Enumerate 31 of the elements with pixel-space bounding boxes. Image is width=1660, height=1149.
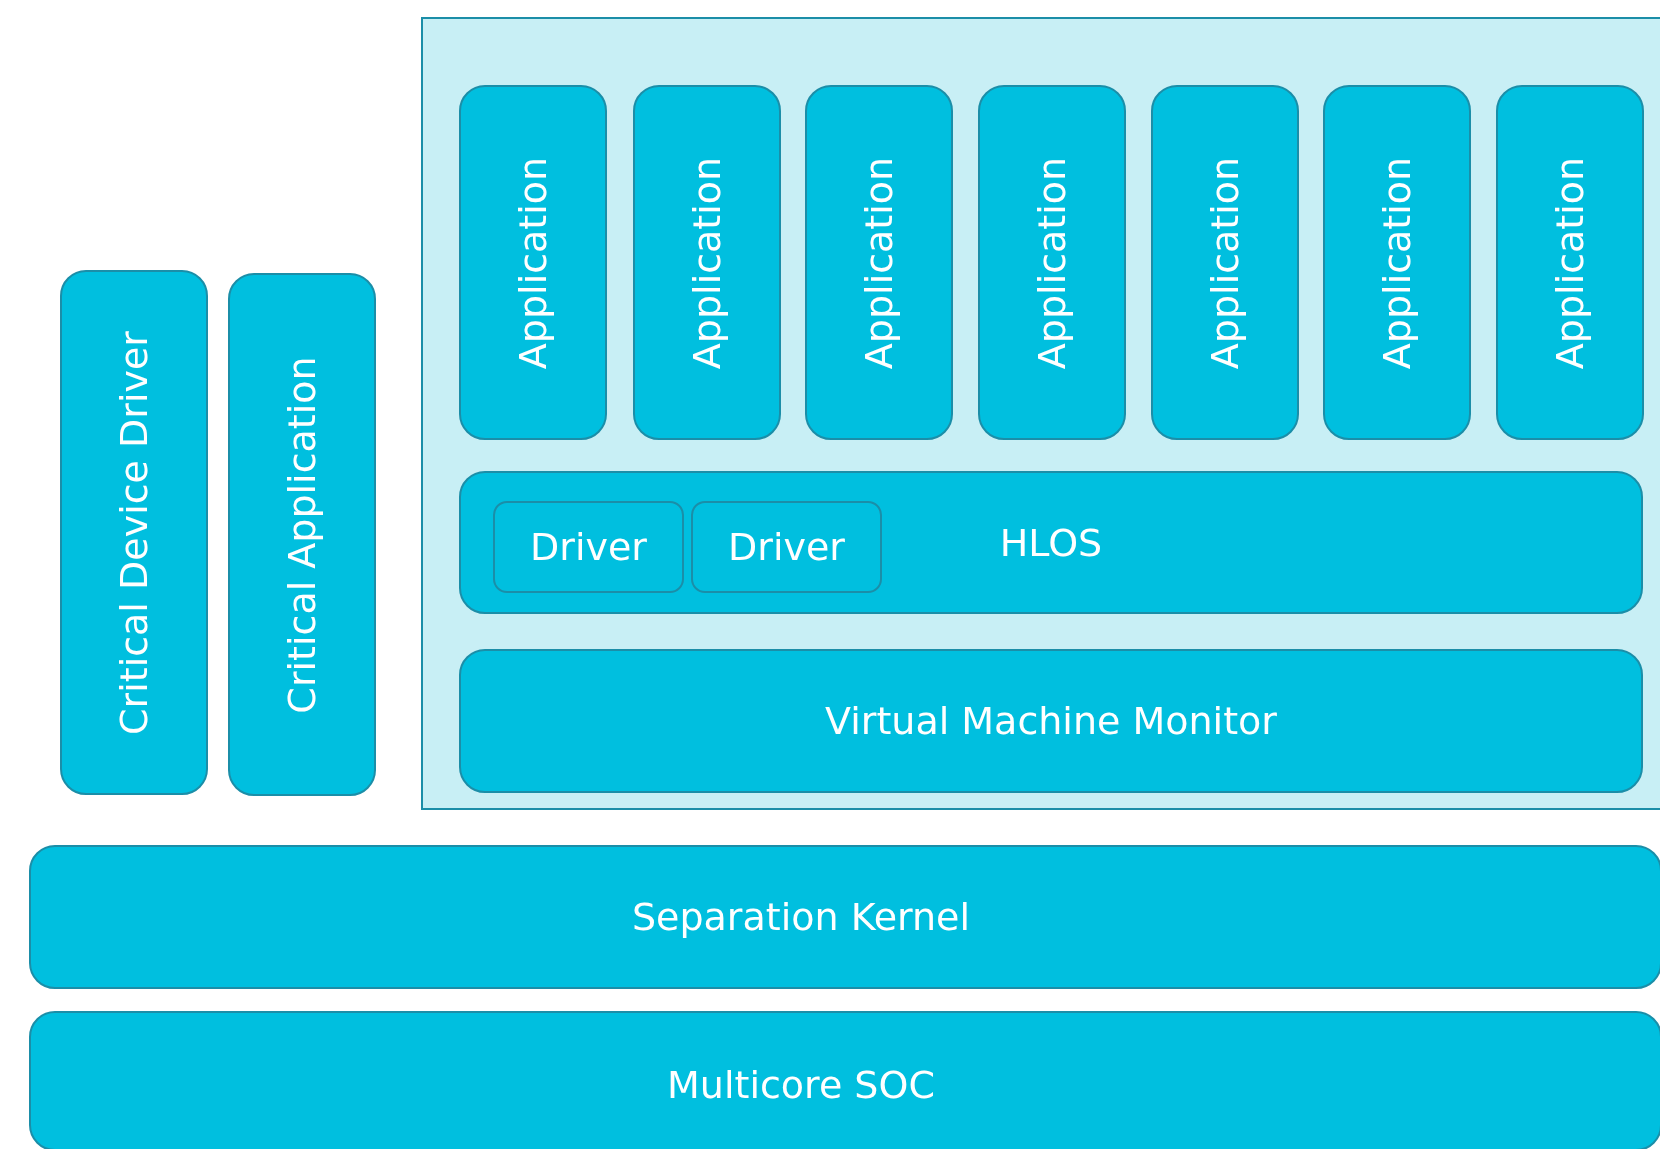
layer-label: Multicore SOC <box>667 1063 935 1107</box>
layer-label: Critical Application <box>280 355 324 714</box>
os-layer-bar <box>459 471 1643 614</box>
layer-label: Driver <box>530 525 647 569</box>
layer-label: Application <box>857 156 901 369</box>
component-box <box>493 501 684 593</box>
container-panel <box>421 17 1660 810</box>
component-box <box>459 85 607 440</box>
component-box <box>228 273 376 796</box>
layer-label: Application <box>1548 156 1592 369</box>
layer-bar <box>29 1011 1660 1149</box>
component-box <box>1151 85 1299 440</box>
layer-label: Virtual Machine Monitor <box>825 699 1277 743</box>
component-box <box>805 85 953 440</box>
layer-label: Application <box>1375 156 1419 369</box>
layer-bar <box>459 649 1643 793</box>
component-box <box>633 85 781 440</box>
component-box <box>978 85 1126 440</box>
layer-label: Application <box>511 156 555 369</box>
layer-label: Driver <box>728 525 845 569</box>
layer-label: Critical Device Driver <box>112 330 156 735</box>
component-box <box>691 501 882 593</box>
layer-label: Application <box>1030 156 1074 369</box>
layer-label: Separation Kernel <box>631 895 971 939</box>
component-box <box>1496 85 1644 440</box>
layer-label: HLOS <box>999 520 1103 565</box>
layer-bar <box>29 845 1660 989</box>
component-box <box>1323 85 1471 440</box>
component-box <box>60 270 208 795</box>
layer-label: Application <box>1203 156 1247 369</box>
layer-label: Application <box>685 156 729 369</box>
